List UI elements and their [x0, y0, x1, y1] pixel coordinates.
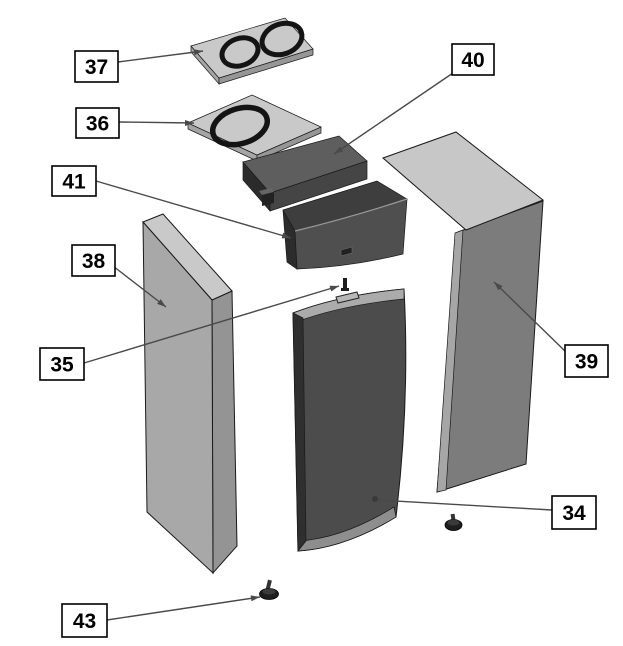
leader-line-41: [95, 180, 292, 239]
label-box: [71, 244, 116, 277]
part-top-port-plate: [190, 17, 314, 85]
part-foot-right: [444, 513, 463, 531]
cover-top-face: [242, 135, 368, 194]
part-left-side-panel: [142, 213, 238, 575]
part-label-40: 40: [451, 43, 495, 76]
leader-line-38: [112, 265, 167, 308]
label-box: [75, 107, 120, 139]
plate-face: [190, 17, 314, 79]
leader-dot-34: [372, 496, 378, 502]
part-right-side-panel: [382, 131, 544, 493]
label-box: [451, 43, 495, 76]
label-box: [564, 344, 609, 378]
part-label-38: 38: [71, 244, 116, 277]
label-number: 39: [575, 351, 598, 374]
label-box: [39, 347, 85, 381]
part-top-pin: [341, 278, 349, 291]
front-panel-side-strip: [292, 312, 307, 552]
cover-notch: [259, 188, 274, 195]
right-panel-edge-strip: [436, 229, 464, 493]
port-ring: [209, 104, 271, 148]
leader-arrow-36: [185, 120, 194, 126]
part-label-39: 39: [564, 344, 609, 378]
leader-line-40: [333, 72, 454, 155]
leader-line-43: [106, 596, 261, 621]
label-number: 36: [86, 113, 109, 136]
label-number: 34: [562, 502, 586, 525]
part-label-34: 34: [551, 495, 597, 530]
leader-line-39: [493, 281, 567, 353]
leader-arrow-40: [334, 146, 344, 154]
foot-cap-highlight: [262, 588, 276, 595]
leader-arrow-37: [193, 49, 203, 56]
pin-shaft: [343, 278, 347, 289]
leader-arrow-41: [281, 232, 291, 239]
label-number: 38: [82, 250, 106, 273]
label-box: [551, 495, 597, 530]
leader-line-34: [377, 499, 553, 511]
part-label-43: 43: [61, 603, 108, 638]
left-panel-side-face: [211, 290, 238, 575]
front-panel-top-slot: [335, 291, 360, 304]
cover-notch: [262, 192, 274, 206]
part-top-cover: [242, 135, 368, 212]
front-panel-bottom-band: [297, 506, 397, 552]
label-number: 35: [50, 354, 74, 377]
leader-arrow-38: [157, 299, 166, 307]
part-label-37: 37: [74, 50, 119, 83]
label-number: 43: [73, 610, 96, 633]
port-ring: [259, 20, 305, 58]
leader-line-36: [118, 121, 195, 124]
right-panel-top-face: [382, 131, 544, 231]
label-box: [61, 603, 108, 638]
part-foot-left: [259, 579, 279, 600]
port-ring: [219, 35, 261, 69]
part-front-panel: [292, 288, 407, 552]
part-label-41: 41: [51, 165, 97, 197]
left-panel-face: [142, 220, 214, 575]
leader-arrow-43: [250, 595, 260, 602]
part-label-35: 35: [39, 347, 85, 381]
label-number: 40: [461, 49, 484, 72]
part-label-36: 36: [75, 107, 120, 139]
label-number: 41: [62, 171, 86, 194]
foot-cap-highlight: [447, 519, 460, 526]
label-box: [74, 50, 119, 83]
inner-box-slot: [340, 246, 353, 257]
leader-line-35: [83, 285, 340, 364]
callouts: 37 36 41 38 35 40 39 34: [39, 43, 609, 638]
leader-line-37: [117, 50, 204, 63]
label-box: [51, 165, 97, 197]
leader-arrow-35: [329, 285, 339, 292]
label-number: 37: [85, 56, 108, 79]
part-inner-box: [282, 180, 408, 270]
leader-arrow-39: [494, 282, 503, 291]
leader-lines: [83, 49, 567, 621]
inner-box-edge-highlight: [294, 198, 408, 232]
pin-base: [341, 288, 349, 291]
front-panel-top-band: [292, 288, 405, 323]
foot-stem: [265, 579, 272, 590]
